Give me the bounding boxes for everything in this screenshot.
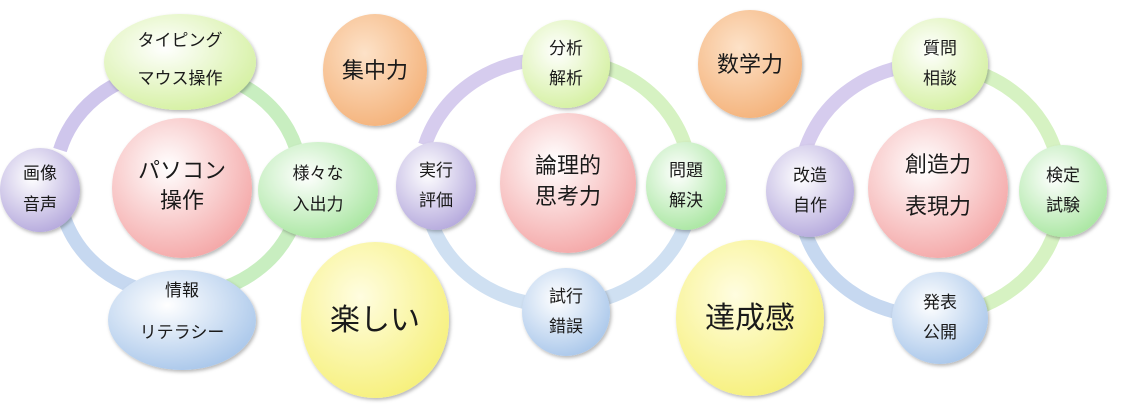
label-problem-solving-1: 問題 bbox=[669, 161, 703, 181]
label-logical-thinking-1: 論理的 bbox=[535, 154, 601, 179]
bubble-modify-create bbox=[766, 145, 854, 237]
label-io-2: 入出力 bbox=[293, 195, 344, 215]
bubble-fun bbox=[301, 242, 449, 398]
bubble-question-consult bbox=[892, 18, 988, 110]
label-io-1: 様々な bbox=[293, 164, 344, 184]
label-fun: 楽しい bbox=[330, 303, 420, 338]
label-trial-error-2: 錯誤 bbox=[549, 317, 583, 337]
bubble-pc-operation bbox=[112, 118, 252, 258]
label-image-audio-1: 画像 bbox=[23, 164, 57, 184]
label-certification-exam-1: 検定 bbox=[1046, 166, 1080, 186]
bubble-analysis bbox=[522, 20, 610, 108]
label-trial-error-1: 試行 bbox=[549, 287, 583, 307]
cluster-1: タイピング マウス操作 画像 音声 パソコン 操作 様々な 入出力 情報 リテラ… bbox=[0, 14, 378, 370]
bubble-creativity-expression bbox=[868, 118, 1008, 258]
label-logical-thinking-2: 思考力 bbox=[535, 185, 601, 210]
label-typing-1: タイピング bbox=[138, 31, 223, 51]
bubble-image-audio bbox=[0, 148, 80, 232]
label-certification-exam-2: 試験 bbox=[1046, 196, 1080, 216]
label-question-consult-2: 相談 bbox=[923, 69, 957, 89]
label-typing-2: マウス操作 bbox=[138, 69, 223, 89]
label-publish-1: 発表 bbox=[923, 293, 957, 313]
bubble-publish bbox=[892, 272, 988, 364]
label-pc-operation-2: 操作 bbox=[160, 189, 204, 214]
bubble-io bbox=[258, 142, 378, 238]
cluster-3: 質問 相談 改造 自作 創造力 表現力 検定 試験 発表 公開 bbox=[766, 18, 1107, 364]
label-modify-create-2: 自作 bbox=[793, 196, 827, 216]
label-creativity-expression-1: 創造力 bbox=[905, 153, 971, 178]
label-image-audio-2: 音声 bbox=[23, 195, 57, 215]
label-math: 数学力 bbox=[717, 53, 783, 78]
bubble-logical-thinking bbox=[500, 113, 636, 253]
label-analysis-2: 解析 bbox=[549, 69, 583, 89]
label-publish-2: 公開 bbox=[923, 323, 957, 343]
label-pc-operation-1: パソコン bbox=[138, 159, 226, 184]
label-achievement: 達成感 bbox=[705, 301, 795, 336]
label-literacy-1: 情報 bbox=[165, 281, 199, 301]
bubble-typing bbox=[104, 14, 256, 110]
label-execute-evaluate-2: 評価 bbox=[419, 191, 453, 211]
label-literacy-2: リテラシー bbox=[140, 323, 225, 343]
label-problem-solving-2: 解決 bbox=[669, 191, 703, 211]
label-modify-create-1: 改造 bbox=[793, 166, 827, 186]
bubble-trial-error bbox=[522, 268, 610, 356]
bubble-concentration bbox=[323, 14, 427, 126]
bubble-literacy bbox=[108, 270, 256, 370]
bubble-math bbox=[698, 10, 802, 118]
label-analysis-1: 分析 bbox=[549, 39, 583, 59]
label-question-consult-1: 質問 bbox=[923, 39, 957, 59]
cluster-2: 分析 解析 実行 評価 論理的 思考力 問題 解決 試行 錯誤 bbox=[396, 20, 726, 356]
bubble-execute-evaluate bbox=[396, 142, 476, 230]
label-concentration: 集中力 bbox=[342, 59, 408, 84]
bubble-achievement bbox=[676, 240, 824, 396]
label-creativity-expression-2: 表現力 bbox=[905, 195, 971, 220]
bubble-problem-solving bbox=[646, 142, 726, 230]
label-execute-evaluate-1: 実行 bbox=[419, 161, 453, 181]
bubble-certification-exam bbox=[1019, 145, 1107, 237]
